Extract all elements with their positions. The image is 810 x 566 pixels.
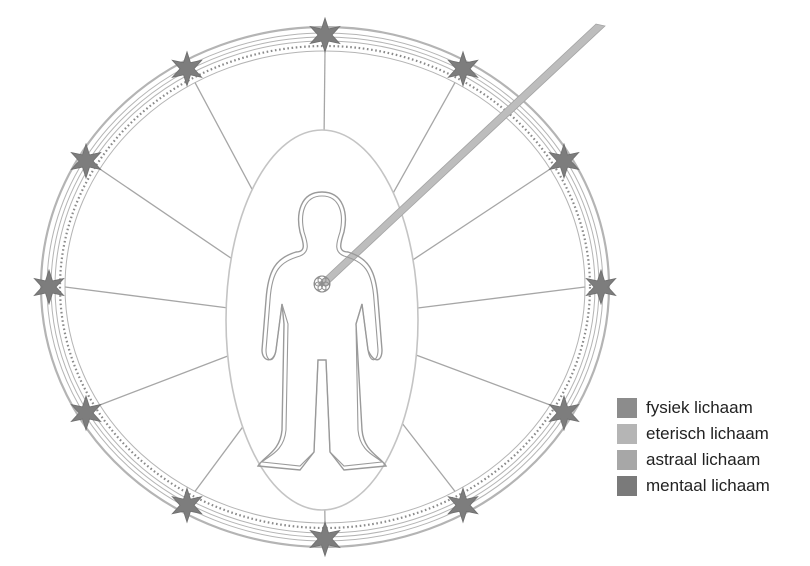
spoke-line: [418, 287, 585, 308]
spoke-line: [393, 83, 455, 193]
spoke-line: [416, 355, 550, 405]
legend-label: mentaal lichaam: [646, 476, 770, 496]
spoke-line: [100, 356, 228, 405]
spoke-line: [195, 427, 243, 491]
spoke-line: [100, 169, 232, 258]
legend-swatch: [617, 476, 637, 496]
legend: fysiek lichaam eterisch lichaam astraal …: [617, 397, 807, 501]
legend-item-eterisch: eterisch lichaam: [617, 423, 807, 445]
six-point-star-icon: [586, 270, 615, 304]
spoke-line: [402, 424, 455, 492]
legend-swatch: [617, 424, 637, 444]
spoke-line: [65, 287, 226, 308]
legend-swatch: [617, 398, 637, 418]
six-point-star-icon: [172, 52, 201, 86]
spoke-line: [324, 51, 325, 130]
inner-aura-oval: [226, 130, 418, 510]
spoke-line: [195, 83, 252, 190]
six-point-star-icon: [448, 488, 477, 522]
six-point-star-icon: [310, 18, 339, 52]
legend-item-astraal: astraal lichaam: [617, 449, 807, 471]
six-point-star-icon: [172, 488, 201, 522]
legend-label: astraal lichaam: [646, 450, 760, 470]
legend-item-fysiek: fysiek lichaam: [617, 397, 807, 419]
legend-item-mentaal: mentaal lichaam: [617, 475, 807, 497]
legend-label: eterisch lichaam: [646, 424, 769, 444]
six-point-star-icon: [448, 52, 477, 86]
legend-label: fysiek lichaam: [646, 398, 753, 418]
legend-swatch: [617, 450, 637, 470]
